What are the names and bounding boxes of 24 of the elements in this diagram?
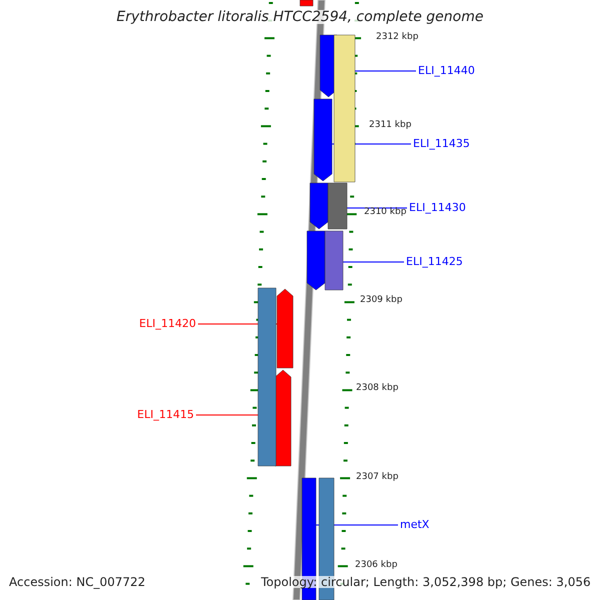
gene-block <box>306 230 326 290</box>
scale-label: 2308 kbp <box>356 384 398 393</box>
gene-label: ELI_11425 <box>406 256 463 267</box>
gene-label: ELI_11435 <box>413 138 470 149</box>
scale-label: 2307 kbp <box>356 473 398 482</box>
title: Erythrobacter litoralis HTCC2594, complete genome <box>116 10 484 24</box>
gene-bar <box>328 182 348 230</box>
footer-text: Accession: NC_007722 <box>9 576 146 588</box>
gene-block <box>310 182 328 230</box>
gene-label: ELI_11430 <box>409 202 466 213</box>
gene-label: ELI_11415 <box>137 409 194 420</box>
scale-label: 2309 kbp <box>360 296 402 305</box>
gene-label: ELI_11440 <box>418 65 475 76</box>
gene-bar <box>300 0 314 6</box>
gene-label: metX <box>400 519 430 530</box>
scale-label: 2312 kbp <box>376 33 418 42</box>
scale-label: 2306 kbp <box>355 561 398 570</box>
footer-text: Topology: circular; Length: 3,052,398 bp; Genes: 3,056 <box>261 576 591 588</box>
scale-label: 2311 kbp <box>369 121 412 130</box>
gene-bar <box>258 288 276 466</box>
scale-label: 2310 kbp <box>364 208 406 217</box>
gene-label: ELI_11420 <box>139 318 196 329</box>
gene-bar <box>334 34 356 182</box>
gene-bar <box>324 230 344 290</box>
